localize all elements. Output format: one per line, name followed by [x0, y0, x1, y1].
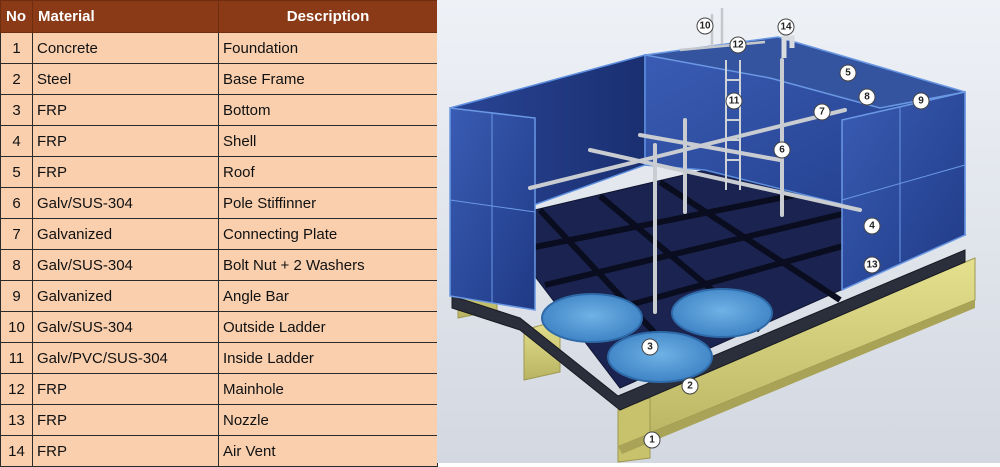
row-description: Pole Stiffinner [218, 187, 438, 219]
callout-8 [858, 88, 876, 106]
callout-2 [681, 377, 699, 395]
row-material: FRP [32, 404, 219, 436]
callout-label-13: 13 [866, 260, 878, 271]
callout-10 [696, 17, 714, 35]
callout-7 [813, 103, 831, 121]
row-description: Outside Ladder [218, 311, 438, 343]
row-material: Galv/SUS-304 [32, 187, 219, 219]
callout-6 [773, 141, 791, 159]
callout-11 [725, 92, 743, 110]
callout-13 [863, 256, 881, 274]
callout-label-14: 14 [780, 22, 792, 33]
callout-label-3: 3 [647, 342, 653, 353]
row-description: Base Frame [218, 63, 438, 95]
row-description: Mainhole [218, 373, 438, 405]
callout-9 [912, 92, 930, 110]
row-material: FRP [32, 435, 219, 467]
row-description: Bolt Nut + 2 Washers [218, 249, 438, 281]
row-material: FRP [32, 94, 219, 126]
outside-ladder [679, 8, 766, 52]
row-no: 7 [0, 218, 33, 250]
callout-label-12: 12 [732, 40, 744, 51]
callout-3 [641, 338, 659, 356]
row-no: 12 [0, 373, 33, 405]
row-no: 5 [0, 156, 33, 188]
left-wall-seams [449, 113, 536, 303]
callout-1 [643, 431, 661, 449]
callout-label-8: 8 [864, 92, 870, 103]
row-description: Roof [218, 156, 438, 188]
row-no: 8 [0, 249, 33, 281]
row-description: Angle Bar [218, 280, 438, 312]
row-material: Galv/PVC/SUS-304 [32, 342, 219, 374]
callout-label-4: 4 [869, 221, 875, 232]
row-description: Air Vent [218, 435, 438, 467]
callout-12 [729, 36, 747, 54]
callouts [641, 17, 930, 449]
row-no: 13 [0, 404, 33, 436]
air-vent [781, 35, 795, 58]
callout-label-5: 5 [845, 68, 851, 79]
row-no: 2 [0, 63, 33, 95]
tank-illustration: 1 2 3 4 5 6 7 8 9 10 11 12 13 14 [437, 0, 1000, 463]
callout-label-1: 1 [649, 435, 655, 446]
row-material: Galv/SUS-304 [32, 311, 219, 343]
row-description: Connecting Plate [218, 218, 438, 250]
row-no: 14 [0, 435, 33, 467]
row-description: Inside Ladder [218, 342, 438, 374]
callout-label-7: 7 [819, 107, 825, 118]
row-no: 9 [0, 280, 33, 312]
row-material: Galvanized [32, 218, 219, 250]
row-description: Bottom [218, 94, 438, 126]
row-material: Steel [32, 63, 219, 95]
row-no: 6 [0, 187, 33, 219]
row-material: FRP [32, 373, 219, 405]
row-description: Nozzle [218, 404, 438, 436]
bottom-pads [541, 288, 773, 383]
foundation [457, 257, 976, 463]
callout-label-2: 2 [687, 381, 693, 392]
row-material: Concrete [32, 32, 219, 64]
row-no: 4 [0, 125, 33, 157]
table-header-row: No Material Description [0, 0, 438, 33]
row-material: Galvanized [32, 280, 219, 312]
row-no: 1 [0, 32, 33, 64]
row-no: 10 [0, 311, 33, 343]
header-description: Description [218, 0, 438, 33]
row-description: Shell [218, 125, 438, 157]
right-wall-seams [841, 107, 966, 262]
callout-label-10: 10 [699, 21, 711, 32]
callout-4 [863, 217, 881, 235]
row-no: 11 [0, 342, 33, 374]
callout-label-11: 11 [729, 96, 740, 107]
row-description: Foundation [218, 32, 438, 64]
callout-14 [777, 18, 795, 36]
row-no: 3 [0, 94, 33, 126]
header-material: Material [32, 0, 219, 33]
row-material: Galv/SUS-304 [32, 249, 219, 281]
row-material: FRP [32, 125, 219, 157]
callout-5 [839, 64, 857, 82]
callout-label-9: 9 [918, 96, 924, 107]
row-material: FRP [32, 156, 219, 188]
inside-ladder [725, 60, 741, 190]
header-no: No [0, 0, 33, 33]
callout-label-6: 6 [779, 145, 785, 156]
base-frame [451, 249, 966, 411]
